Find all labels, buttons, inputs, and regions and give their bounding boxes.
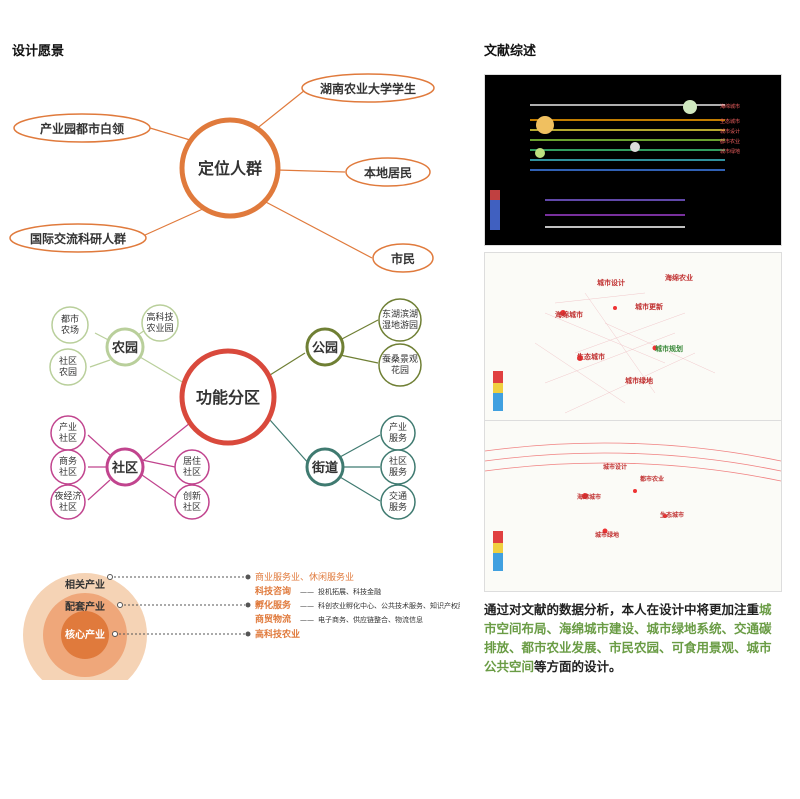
industry-item-2-desc: 科创农业孵化中心、公共技术服务、知识产权服务 [318, 601, 460, 610]
industry-item-2: 孵化服务 [255, 599, 292, 611]
target-group-diagram: 定位人群 湖南农业大学学生 产业园都市白领 本地居民 国际交流科研人群 市民 [9, 73, 435, 273]
map3-keyword-4: 城市绿地 [595, 531, 619, 539]
map2-keyword-0: 城市设计 [597, 278, 625, 287]
leaf-urban-farm-1: 都市 [61, 313, 79, 325]
leaf-business-community-1: 商务 [59, 455, 77, 467]
industry-item-1-desc: 投机拓展、科技金融 [318, 587, 381, 596]
literature-review-title: 文献综述 [484, 44, 537, 59]
industry-item-4: 高科技农业 [255, 628, 300, 640]
leaf-traffic-service-2: 服务 [389, 501, 407, 513]
svg-text:都市农业: 都市农业 [720, 138, 740, 145]
leaf-residential-community-2: 社区 [183, 466, 201, 478]
leaf-industry-community-1: 产业 [59, 421, 77, 433]
leaf-residential-community-1: 居住 [183, 455, 201, 467]
target-node-citizens: 市民 [391, 251, 415, 266]
svg-text:海绵城市: 海绵城市 [720, 103, 740, 110]
industry-item-2-sub: —— [300, 602, 314, 610]
function-center-label: 功能分区 [196, 388, 260, 407]
keyword-network-image-2: 城市设计 都市农业 海绵城市 生态城市 城市绿地 [484, 420, 782, 592]
leaf-wetland-2: 湿地游园 [382, 319, 418, 331]
map3-keyword-1: 都市农业 [639, 475, 664, 483]
leaf-business-community-2: 社区 [59, 466, 77, 478]
summary-intro: 通过对文献的数据分析，本人在设计中将更加注重 [484, 602, 760, 617]
target-node-researchers: 国际交流科研人群 [30, 231, 126, 246]
citespace-timeline-image: 海绵城市 生态城市 城市设计 都市农业 城市绿地 [484, 74, 782, 246]
function-center-circle [179, 348, 277, 446]
map3-keyword-3: 生态城市 [660, 511, 684, 519]
leaf-mulberry-2: 花园 [391, 364, 409, 376]
industry-item-3-desc: 电子商务、供应链整合、物流信息 [318, 615, 423, 624]
industry-item-3-sub: —— [300, 616, 314, 624]
industry-item-1: 科技咨询 [255, 585, 291, 597]
leaf-industry-service-2: 服务 [389, 432, 407, 444]
map3-keyword-2: 海绵城市 [577, 493, 601, 501]
industry-diagram: 相关产业 配套产业 核心产业 商业服务业、休闲服务业 科技咨询 —— 投机拓展、… [23, 571, 460, 680]
leaf-hitech-park-1: 高科技 [146, 311, 173, 323]
map2-keyword-3: 海绵城市 [555, 310, 583, 319]
map2-keyword-1: 海绵农业 [665, 273, 693, 282]
industry-item-0: 商业服务业、休闲服务业 [255, 571, 354, 583]
leaf-night-community-2: 社区 [59, 501, 77, 513]
map2-keyword-4: 生态城市 [577, 352, 605, 361]
leaf-community-garden-2: 农园 [59, 366, 77, 378]
hub-nongyuan: 农园 [111, 340, 138, 356]
design-vision-title: 设计愿景 [12, 44, 65, 59]
industry-item-3: 商贸物流 [255, 613, 291, 625]
leaf-traffic-service-1: 交通 [389, 490, 407, 502]
summary-outro: 等方面的设计。 [534, 659, 622, 674]
leaf-community-garden-1: 社区 [59, 355, 77, 367]
map2-keyword-5: 城市规划 [655, 344, 683, 353]
map2-keyword-2: 城市更新 [635, 302, 663, 311]
map3-keyword-0: 城市设计 [603, 463, 627, 471]
leaf-community-service-1: 社区 [389, 455, 407, 467]
target-node-locals: 本地居民 [364, 165, 412, 180]
leaf-industry-community-2: 社区 [59, 432, 77, 444]
ring-supporting: 配套产业 [65, 600, 105, 613]
target-node-white-collar: 产业园都市白领 [40, 121, 124, 136]
hub-jiedao: 街道 [311, 460, 338, 476]
svg-text:城市绿地: 城市绿地 [720, 148, 740, 155]
leaf-innovation-community-2: 社区 [183, 501, 201, 513]
leaf-mulberry-1: 蚕桑景观 [382, 354, 418, 365]
svg-text:城市设计: 城市设计 [720, 128, 740, 135]
svg-text:生态城市: 生态城市 [720, 118, 740, 125]
leaf-community-service-2: 服务 [389, 466, 407, 478]
hub-gongyuan: 公园 [312, 341, 338, 356]
leaf-industry-service-1: 产业 [389, 421, 407, 433]
literature-summary: 通过对文献的数据分析，本人在设计中将更加注重城市空间布局、海绵城市建设、城市绿地… [484, 600, 779, 676]
ring-related: 相关产业 [65, 578, 105, 591]
leaf-night-community-1: 夜经济 [54, 490, 81, 502]
ring-core: 核心产业 [65, 628, 105, 641]
target-center-circle [179, 117, 281, 219]
leaf-urban-farm-2: 农场 [61, 324, 79, 336]
leaf-hitech-park-2: 农业园 [146, 322, 173, 334]
keyword-network-image-1: 城市设计 海绵农业 城市更新 海绵城市 生态城市 城市规划 城市绿地 [484, 252, 782, 452]
hub-shequ: 社区 [111, 460, 138, 476]
leaf-innovation-community-1: 创新 [183, 490, 201, 502]
target-node-students: 湖南农业大学学生 [320, 81, 416, 96]
target-center-label: 定位人群 [197, 159, 262, 178]
map2-keyword-6: 城市绿地 [625, 376, 653, 385]
function-zone-diagram: 功能分区 农园 都市 农场 高科技 农业园 社区 农园 公园 东湖滨湖 湿地游园… [49, 298, 422, 520]
summary-highlight: 城市空间布局、海绵城市建设、城市绿地系统、交通碳排放、都市农业发展、市民农园、可… [484, 602, 772, 674]
leaf-wetland-1: 东湖滨湖 [382, 308, 418, 320]
industry-item-1-sub: —— [300, 588, 314, 596]
